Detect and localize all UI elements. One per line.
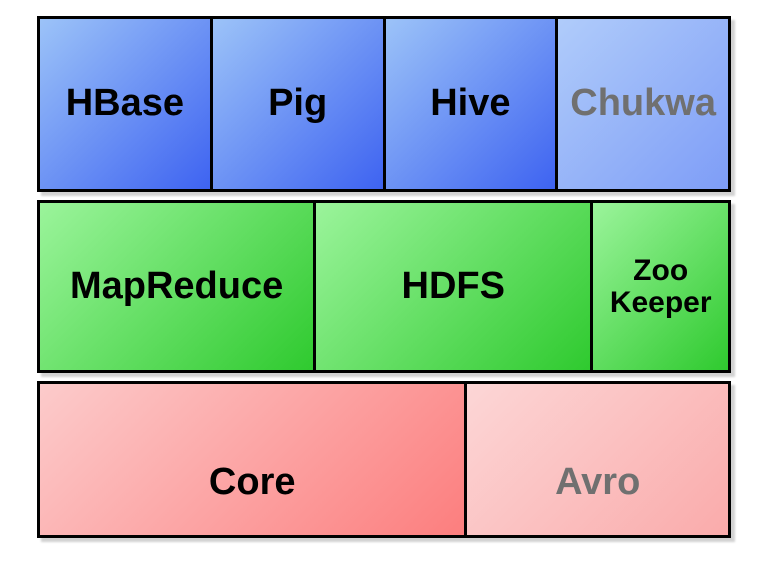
box-zookeeper-label-line2: Keeper xyxy=(609,285,712,319)
box-core: Core xyxy=(40,384,465,535)
core-row: Core Avro xyxy=(37,381,731,538)
box-mapreduce-label: MapReduce xyxy=(69,264,284,307)
box-chukwa-label: Chukwa xyxy=(570,82,716,125)
box-mapreduce: MapReduce xyxy=(40,203,314,370)
box-pig-label: Pig xyxy=(268,82,328,125)
box-pig: Pig xyxy=(209,19,383,189)
box-zookeeper-label-line1: Zoo xyxy=(633,253,689,287)
box-hdfs-label: HDFS xyxy=(401,264,505,307)
box-hbase-label: HBase xyxy=(65,82,185,125)
box-avro-label: Avro xyxy=(555,460,641,503)
box-hive: Hive xyxy=(382,19,556,189)
applications-row: HBase Pig Hive Chukwa xyxy=(37,16,731,192)
box-zookeeper-label: Zoo Keeper xyxy=(609,253,712,319)
box-hbase: HBase xyxy=(40,19,210,189)
box-avro: Avro xyxy=(464,384,728,535)
box-zookeeper: Zoo Keeper xyxy=(590,203,728,370)
box-hdfs: HDFS xyxy=(313,203,591,370)
box-chukwa: Chukwa xyxy=(555,19,728,189)
box-core-label: Core xyxy=(208,460,296,503)
box-hive-label: Hive xyxy=(430,82,511,125)
processing-storage-row: MapReduce HDFS Zoo Keeper xyxy=(37,200,731,373)
